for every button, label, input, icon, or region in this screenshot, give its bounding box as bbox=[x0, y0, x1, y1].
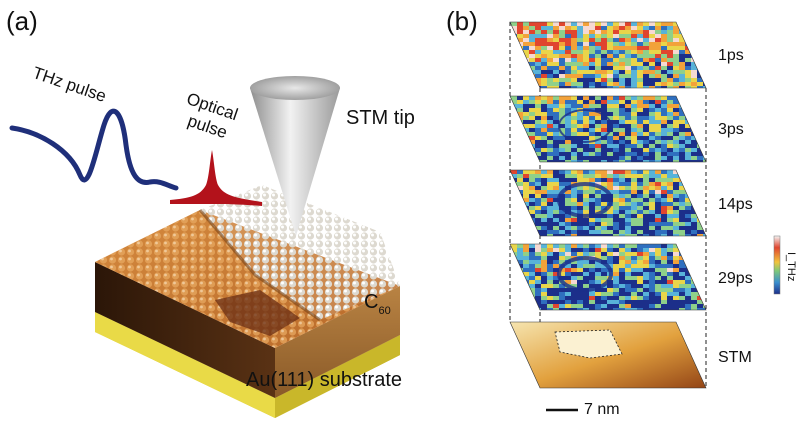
stm-tip-label: STM tip bbox=[346, 107, 415, 129]
map-outline bbox=[509, 321, 707, 389]
optical-pulse bbox=[170, 150, 262, 206]
map-outline bbox=[509, 95, 707, 163]
map-label-14ps: 14ps bbox=[718, 196, 753, 213]
c60-label-sub: 60 bbox=[378, 305, 391, 317]
c60-label-main: C bbox=[364, 291, 379, 313]
scale-bar-label: 7 nm bbox=[584, 401, 620, 418]
map-label-3ps: 3ps bbox=[718, 121, 744, 138]
colorbar bbox=[773, 235, 781, 295]
stm-topography-map bbox=[510, 322, 706, 388]
substrate-block bbox=[95, 312, 400, 418]
c60-layer-block bbox=[95, 185, 400, 398]
colorbar-label: I_THz bbox=[785, 252, 797, 282]
thz-pulse-wave bbox=[9, 108, 179, 191]
substrate-label: Au(111) substrate bbox=[246, 369, 403, 391]
stm-tip bbox=[250, 76, 340, 236]
thz-map-3 bbox=[510, 244, 706, 310]
map-outline bbox=[509, 21, 707, 89]
c60-label: C60 bbox=[364, 291, 391, 317]
map-label-1ps: 1ps bbox=[718, 47, 744, 64]
map-label-stm: STM bbox=[718, 349, 752, 366]
map-outline bbox=[509, 169, 707, 237]
panel-label-a: (a) bbox=[6, 6, 38, 36]
thz-maps-stack bbox=[509, 21, 707, 389]
map-label-29ps: 29ps bbox=[718, 270, 753, 287]
map-outline bbox=[509, 243, 707, 311]
panel-label-b: (b) bbox=[446, 6, 478, 36]
